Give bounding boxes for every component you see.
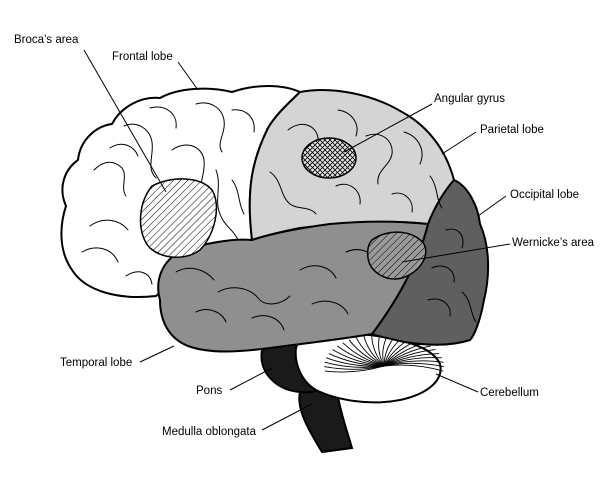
medulla-oblongata-label: Medulla oblongata [162,426,256,438]
wernickes-area-region [366,231,427,280]
wernickes-area-leader [401,243,511,263]
cerebellum-folium-line [363,335,385,367]
temporal-lobe-leader [139,345,175,363]
pons-leader [229,367,273,391]
cerebellum-folium-line [342,342,385,367]
brocas-area-label: Broca’s area [14,34,79,46]
brocas-area-region [139,178,218,258]
occipital-lobe-leader [477,195,507,217]
angular-gyrus-leader [343,103,433,153]
pons-label: Pons [196,385,223,397]
cerebellum-folium-line [371,334,385,367]
cerebellum-folium-line [383,364,444,372]
wernickes-area-label: Wernicke’s area [512,237,595,249]
parietal-lobe-label: Parietal lobe [480,124,544,136]
cerebellum-label: Cerebellum [480,387,539,399]
angular-gyrus-region [301,137,357,179]
frontal-lobe-leader [177,61,199,91]
leader-lines [83,49,511,431]
temporal-lobe-label: Temporal lobe [60,357,133,369]
medulla-oblongata-leader [261,403,313,431]
temporal-lobe-region [157,220,429,353]
cerebellum-leader [435,373,479,393]
occipital-lobe-label: Occipital lobe [510,189,580,201]
cerebellum-folium-line [355,337,385,367]
sulci-details [81,102,477,331]
angular-gyrus-label: Angular gyrus [434,93,505,105]
cerebellum [294,331,444,404]
frontal-lobe-label: Frontal lobe [112,51,173,63]
cerebellum-folium-line [348,339,385,367]
brocas-area-leader [83,49,167,193]
parietal-lobe-leader [441,131,477,155]
